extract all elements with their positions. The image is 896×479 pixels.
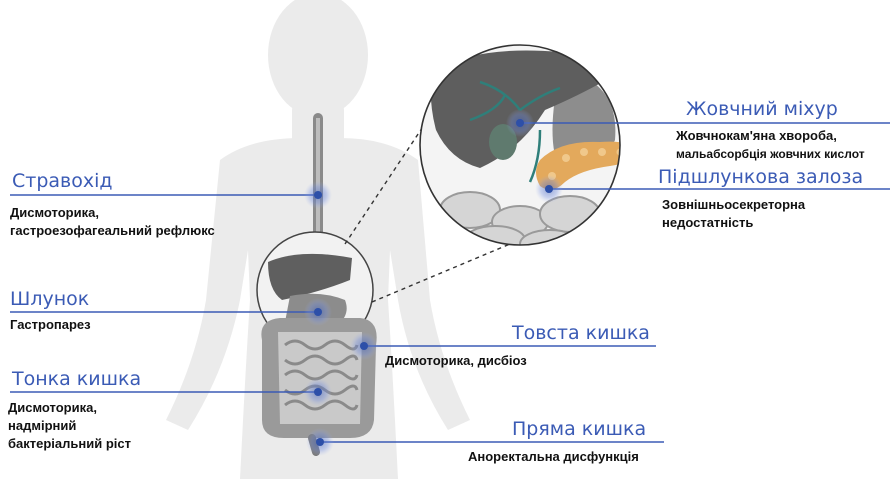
small-intestine-desc-line-1: Дисмоторика, — [8, 399, 131, 417]
small-intestine-description: Дисмоторика, надмірний бактеріальний ріс… — [8, 399, 131, 453]
rectum-description: Аноректальна дисфункція — [468, 448, 639, 466]
small-intestine-desc-line-2: надмірний — [8, 417, 131, 435]
stomach-description: Гастропарез — [10, 316, 91, 334]
marker-gallbladder — [506, 109, 534, 137]
zoom-circle — [420, 45, 642, 258]
pancreas-title: Підшлункова залоза — [658, 168, 863, 187]
esophagus-desc-line-2: гастроезофагеальний рефлюкс — [10, 222, 215, 240]
marker-stomach — [304, 298, 332, 326]
rectum-title: Пряма кишка — [512, 420, 646, 439]
colon-description: Дисмоторика, дисбіоз — [385, 352, 527, 370]
rectum-desc-line-1: Аноректальна дисфункція — [468, 448, 639, 466]
marker-small-intestine — [304, 378, 332, 406]
marker-rectum — [306, 428, 334, 456]
gallbladder-desc-line-2: мальабсорбція жовчних кислот — [676, 145, 865, 163]
pancreas-desc-line-2: недостатність — [662, 214, 805, 232]
esophagus-title: Стравохід — [12, 172, 113, 191]
esophagus-desc-line-1: Дисмоторика, — [10, 204, 215, 222]
colon-desc-line-1: Дисмоторика, дисбіоз — [385, 352, 527, 370]
marker-pancreas — [535, 175, 563, 203]
marker-esophagus — [304, 181, 332, 209]
pancreas-desc-line-1: Зовнішньосекреторна — [662, 196, 805, 214]
pancreas-description: Зовнішньосекреторна недостатність — [662, 196, 805, 232]
small-intestine-desc-line-3: бактеріальний ріст — [8, 435, 131, 453]
gallbladder-desc-line-1: Жовчнокам'яна хвороба, — [676, 127, 865, 145]
stomach-title: Шлунок — [10, 290, 89, 309]
stomach-desc-line-1: Гастропарез — [10, 316, 91, 334]
small-intestine-title: Тонка кишка — [12, 370, 141, 389]
gallbladder-title: Жовчний міхур — [686, 100, 838, 119]
esophagus-description: Дисмоторика, гастроезофагеальний рефлюкс — [10, 204, 215, 240]
marker-colon — [350, 332, 378, 360]
gallbladder-description: Жовчнокам'яна хвороба, мальабсорбція жов… — [676, 127, 865, 163]
colon-title: Товста кишка — [512, 324, 650, 343]
